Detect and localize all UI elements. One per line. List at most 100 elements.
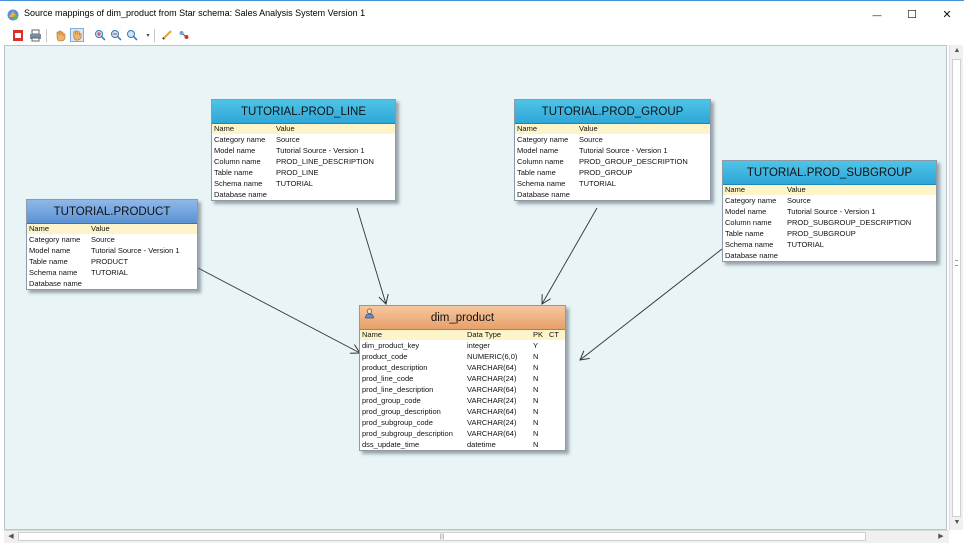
cell-value: PROD_GROUP_DESCRIPTION — [579, 157, 688, 166]
zoom-out-icon[interactable] — [109, 28, 123, 42]
scroll-up-arrow-icon[interactable]: ▲ — [953, 47, 961, 54]
cell-name: Column name — [725, 218, 772, 227]
source-table-prod-line[interactable]: TUTORIAL.PROD_LINE Name Value Category n… — [211, 99, 396, 201]
cell-name: Schema name — [214, 179, 263, 188]
zoom-icon[interactable] — [125, 28, 139, 42]
connector-prod-subgroup — [580, 248, 723, 360]
cell-type: VARCHAR(24) — [467, 396, 517, 405]
pdf-icon[interactable] — [11, 28, 25, 42]
table-header: TUTORIAL.PROD_SUBGROUP — [723, 161, 936, 185]
dropdown-arrow-icon[interactable]: ▾ — [146, 32, 150, 39]
connector-prod-group — [542, 207, 598, 304]
column-header-row: Name Data Type PK CT — [360, 330, 565, 340]
connector-product — [197, 267, 360, 353]
column-header: Name — [362, 330, 383, 339]
hand-pan-icon[interactable] — [53, 28, 67, 42]
cell-type: VARCHAR(24) — [467, 374, 517, 383]
scroll-left-arrow-icon[interactable]: ◀ — [8, 533, 14, 540]
link-icon[interactable] — [177, 28, 191, 42]
cell-name: Schema name — [29, 268, 78, 277]
column-header: Value — [787, 185, 806, 194]
zoom-in-icon[interactable] — [93, 28, 107, 42]
cell-name: Model name — [214, 146, 256, 155]
cell-name: Model name — [725, 207, 767, 216]
cell-value: TUTORIAL — [276, 179, 313, 188]
scroll-down-arrow-icon[interactable]: ▼ — [953, 519, 961, 526]
cell-pk: N — [533, 363, 539, 372]
cell-name: Table name — [214, 168, 253, 177]
cell-name: Category name — [214, 135, 266, 144]
cell-type: VARCHAR(64) — [467, 385, 517, 394]
column-header: Name — [725, 185, 746, 194]
target-table-dim-product[interactable]: dim_product Name Data Type PK CT dim_pro… — [359, 305, 566, 451]
cell-name: Category name — [725, 196, 777, 205]
cell-type: NUMERIC(6,0) — [467, 352, 518, 361]
table-row: Model name Tutorial Source - Version 1 — [212, 145, 395, 156]
cell-name: Column name — [214, 157, 261, 166]
column-header-row: Name Value — [515, 124, 710, 134]
scroll-right-arrow-icon[interactable]: ▶ — [938, 533, 944, 540]
cell-name: prod_group_code — [362, 396, 421, 405]
cell-name: Model name — [29, 246, 71, 255]
cell-name: Schema name — [517, 179, 566, 188]
vertical-scroll-thumb[interactable] — [952, 59, 961, 517]
source-table-product[interactable]: TUTORIAL.PRODUCT Name Value Category nam… — [26, 199, 198, 290]
user-dimension-icon — [365, 308, 374, 319]
cell-pk: N — [533, 407, 539, 416]
source-table-prod-subgroup[interactable]: TUTORIAL.PROD_SUBGROUP Name Value Catego… — [722, 160, 937, 262]
horizontal-scroll-thumb[interactable]: ||| — [18, 532, 866, 541]
column-header: Name — [214, 124, 235, 133]
cell-value: Tutorial Source - Version 1 — [276, 146, 365, 155]
column-header: Value — [579, 124, 598, 133]
table-header: dim_product — [360, 306, 565, 330]
cell-name: dss_update_time — [362, 440, 420, 449]
cell-name: Database name — [214, 190, 267, 199]
hand-select-icon[interactable] — [70, 28, 84, 42]
minimize-button[interactable]: — — [858, 1, 896, 28]
cell-name: prod_group_description — [362, 407, 441, 416]
column-header: Data Type — [467, 330, 502, 339]
cell-name: Database name — [725, 251, 778, 260]
cell-value: PROD_GROUP — [579, 168, 633, 177]
cell-name: Category name — [517, 135, 569, 144]
horizontal-scrollbar[interactable]: ◀ ||| ▶ — [4, 530, 949, 543]
app-icon — [7, 9, 19, 21]
cell-pk: N — [533, 418, 539, 427]
source-table-prod-group[interactable]: TUTORIAL.PROD_GROUP Name Value Category … — [514, 99, 711, 201]
cell-name: prod_line_description — [362, 385, 434, 394]
cell-value: TUTORIAL — [787, 240, 824, 249]
diagram-canvas[interactable]: TUTORIAL.PRODUCT Name Value Category nam… — [4, 45, 947, 530]
column-header: Value — [91, 224, 110, 233]
table-header: TUTORIAL.PROD_LINE — [212, 100, 395, 124]
table-row: Schema name TUTORIAL — [212, 178, 395, 189]
pen-icon[interactable] — [160, 28, 174, 42]
close-button[interactable]: ✕ — [928, 1, 964, 28]
print-icon[interactable] — [28, 28, 42, 42]
cell-value: PROD_SUBGROUP_DESCRIPTION — [787, 218, 912, 227]
cell-pk: N — [533, 352, 539, 361]
column-header-row: Name Value — [212, 124, 395, 134]
table-row: Database name — [27, 278, 197, 289]
vertical-scrollbar[interactable]: ▲ ▼ — [949, 45, 963, 530]
column-header-row: Name Value — [723, 185, 936, 195]
connector-prod-line — [356, 207, 386, 304]
maximize-button[interactable]: ☐ — [893, 1, 931, 28]
minimize-icon: — — [872, 9, 882, 20]
table-row: Column name PROD_SUBGROUP_DESCRIPTION — [723, 217, 936, 228]
cell-value: Source — [91, 235, 115, 244]
cell-name: prod_subgroup_code — [362, 418, 433, 427]
cell-name: prod_subgroup_description — [362, 429, 453, 438]
